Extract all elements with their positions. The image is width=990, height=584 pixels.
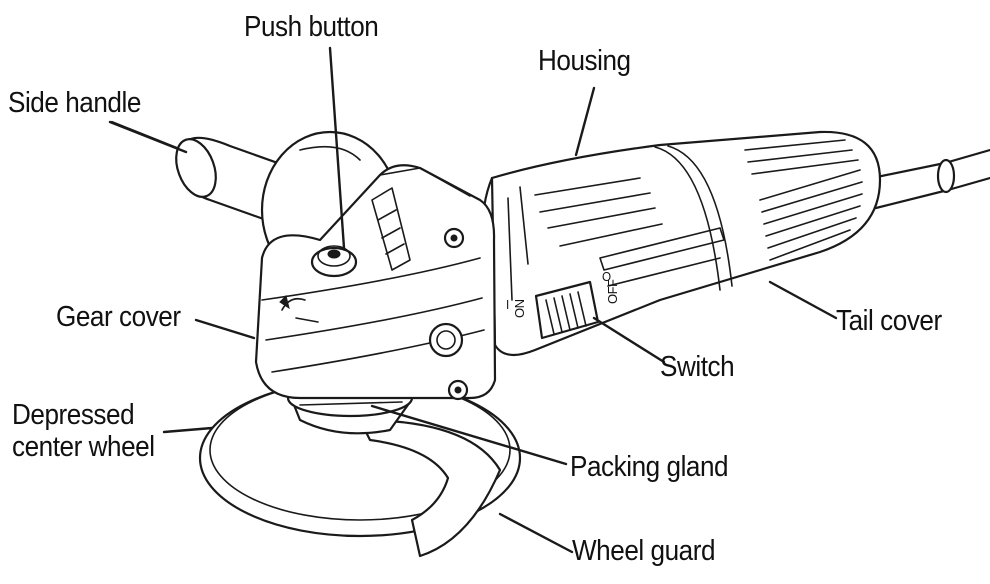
label-gear-cover: Gear cover <box>56 301 181 333</box>
power-cord <box>870 148 990 210</box>
label-tail-cover: Tail cover <box>836 305 942 337</box>
label-push-button: Push button <box>244 11 379 43</box>
leader-packing-gland <box>370 404 568 466</box>
leader-gear-cover <box>194 318 256 340</box>
leader-wheel-guard <box>498 512 574 554</box>
leader-tail-cover <box>768 280 838 320</box>
label-depressed-center-wheel-line2: center wheel <box>12 431 155 463</box>
label-housing: Housing <box>538 45 631 77</box>
leader-housing <box>574 86 596 157</box>
label-packing-gland: Packing gland <box>570 451 729 483</box>
label-wheel-guard: Wheel guard <box>572 535 716 567</box>
on-symbol: I <box>506 297 509 312</box>
on-marking: ON <box>512 299 527 319</box>
leader-push-button <box>328 46 346 250</box>
leader-lines <box>108 46 838 554</box>
leader-side-handle <box>108 120 188 154</box>
push-button-shape <box>310 245 358 278</box>
leader-switch <box>592 316 666 364</box>
switch-slider <box>534 280 600 340</box>
screws <box>428 227 469 401</box>
wheel-guard-shape <box>358 418 502 558</box>
label-side-handle: Side handle <box>8 87 141 119</box>
off-symbol: O <box>602 269 611 284</box>
label-depressed-center-wheel-line1: Depressed <box>12 399 135 431</box>
label-switch: Switch <box>660 351 735 383</box>
leader-depressed-center-wheel <box>162 426 214 434</box>
